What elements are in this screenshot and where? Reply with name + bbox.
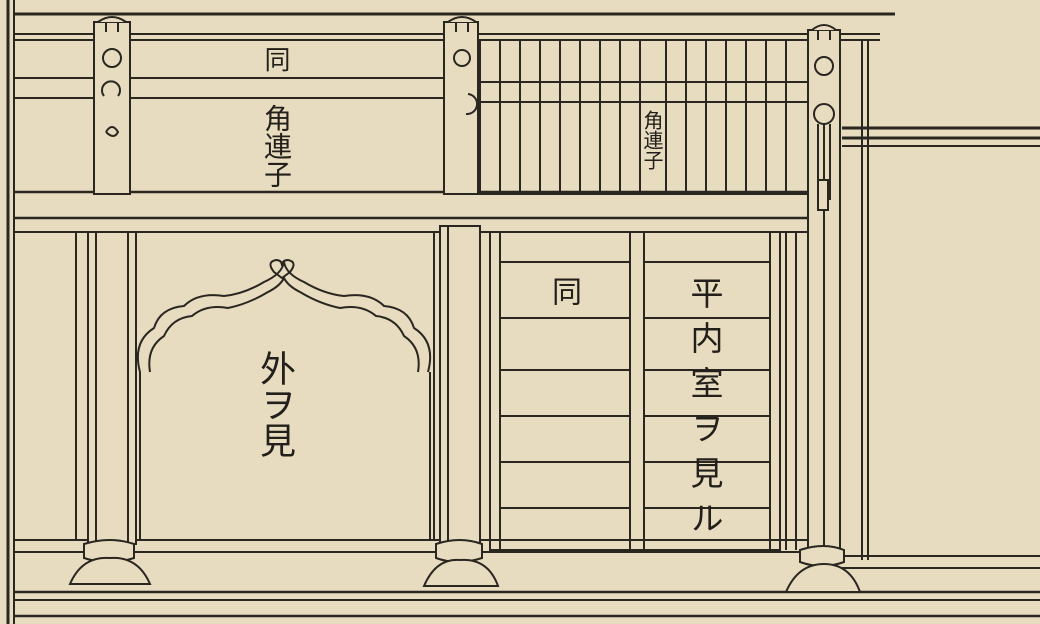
door-same-label: 同 [546,276,581,306]
arch-panel-label: 外ヲ見 [254,350,295,458]
door-inner-label: 平内室ヲ見ル [685,276,724,546]
upper-right-lattice-label: 角連子 [640,110,664,170]
upper-left-same-label: 同 [260,46,290,72]
upper-left-lattice-label: 角連子 [260,104,293,188]
